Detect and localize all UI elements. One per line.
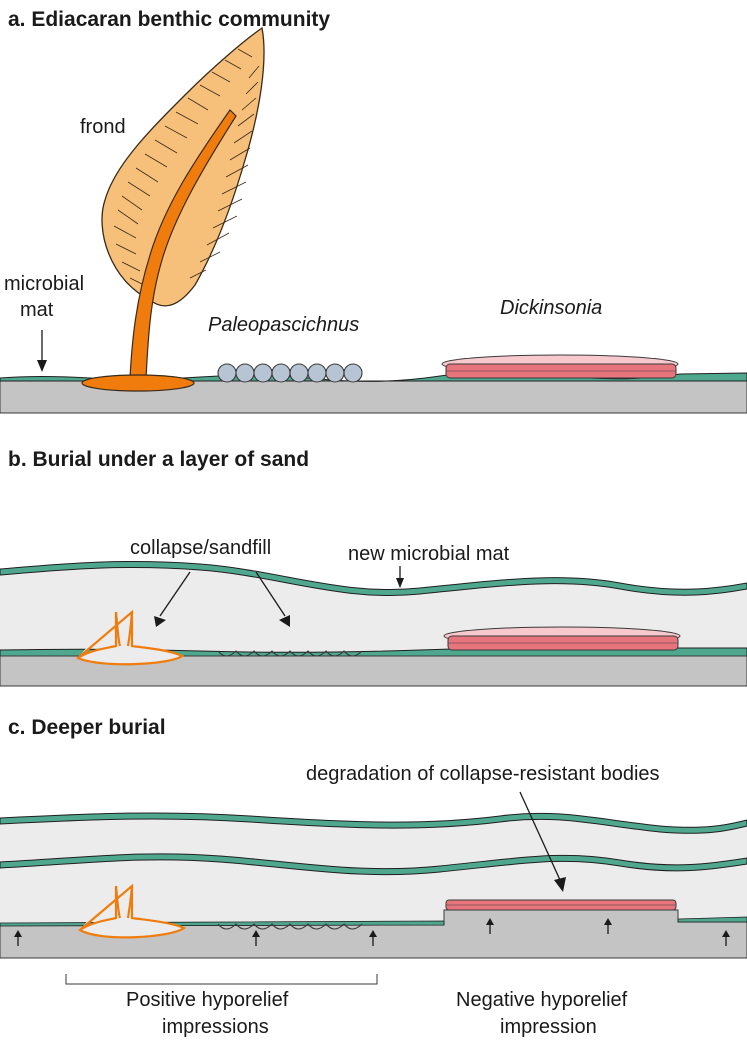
positive-bracket [66,974,377,984]
microbial-mat-arrowhead [37,360,47,372]
new-mat-arrowhead [396,578,404,588]
panel-b-title: b. Burial under a layer of sand [8,448,309,471]
dickinsonia [442,355,678,378]
negative-label-2: impression [500,1016,597,1038]
panel-c-title: c. Deeper burial [8,716,166,739]
panel-a-title: a. Ediacaran benthic community [8,8,330,31]
positive-label-1: Positive hyporelief [126,989,289,1011]
frond-label: frond [80,116,126,138]
negative-label-1: Negative hyporelief [456,989,628,1011]
panel-a: a. Ediacaran benthic community [0,8,747,413]
panel-c: c. Deeper burial degradation of collapse… [0,716,747,1038]
panel-b: b. Burial under a layer of sand collapse… [0,448,747,686]
frond-holdfast [82,375,194,391]
new-mat-label: new microbial mat [348,543,510,565]
dickinsonia-label: Dickinsonia [500,297,602,319]
dickinsonia-buried [444,627,680,650]
dickinsonia-degraded [446,900,676,910]
degradation-label: degradation of collapse-resistant bodies [306,763,660,785]
microbial-mat-label-1: microbial [4,273,84,295]
paleopascichnus-label: Paleopascichnus [208,314,359,336]
positive-label-2: impressions [162,1016,269,1038]
microbial-mat-label-2: mat [20,299,54,321]
collapse-label: collapse/sandfill [130,537,271,559]
frond [82,28,264,391]
